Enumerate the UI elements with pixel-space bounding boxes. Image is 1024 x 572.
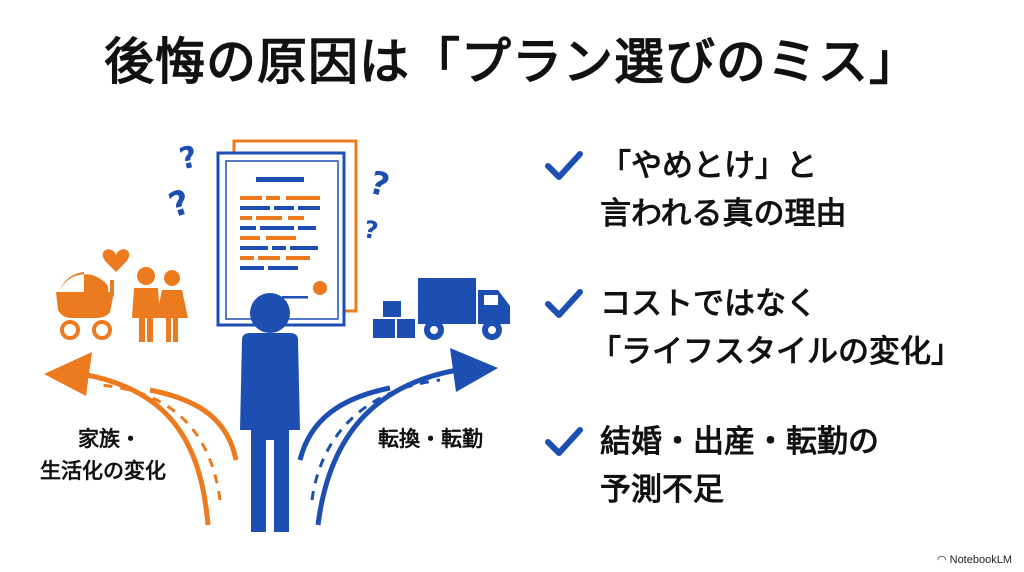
question-mark-icon: ? — [176, 139, 200, 177]
left-road-label-line1: 家族・ — [78, 427, 141, 451]
checkmark-icon — [545, 151, 583, 180]
checkmark-icon — [545, 427, 583, 456]
notebooklm-watermark: ◠ NotebookLM — [936, 554, 1012, 566]
question-mark-icon: ? — [164, 182, 195, 226]
right-road-label: 転換・転勤 — [378, 427, 483, 451]
couple-icon — [132, 267, 188, 342]
boxes-icon — [373, 301, 415, 338]
notebooklm-logo-icon: ◠ — [936, 554, 950, 566]
question-mark-icon: ? — [366, 163, 394, 205]
checklist-item-line1: 「やめとけ」と — [600, 148, 817, 184]
checklist-item-line1: 結婚・出産・転勤の — [600, 424, 879, 460]
heart-icon — [102, 249, 130, 272]
left-road-label-line2: 生活化の変化 — [40, 459, 166, 483]
checklist-item-line2: 言われる真の理由 — [600, 196, 847, 232]
page-title: 後悔の原因は「プラン選びのミス」 — [104, 33, 920, 91]
person-icon — [240, 293, 300, 532]
checklist-item-line1: コストではなく — [600, 286, 817, 322]
stroller-icon — [56, 272, 114, 340]
document-icon — [216, 139, 358, 327]
checkmark-icon — [545, 289, 583, 318]
crossroads-illustration: ? ? ? ? — [44, 139, 510, 532]
truck-icon — [418, 278, 510, 340]
checklist-item-line2: 「ライフスタイルの変化」 — [590, 334, 962, 370]
question-mark-icon: ? — [362, 215, 381, 245]
right-road — [297, 348, 498, 526]
checklist-item-line2: 予測不足 — [600, 472, 724, 508]
left-road — [44, 352, 239, 526]
